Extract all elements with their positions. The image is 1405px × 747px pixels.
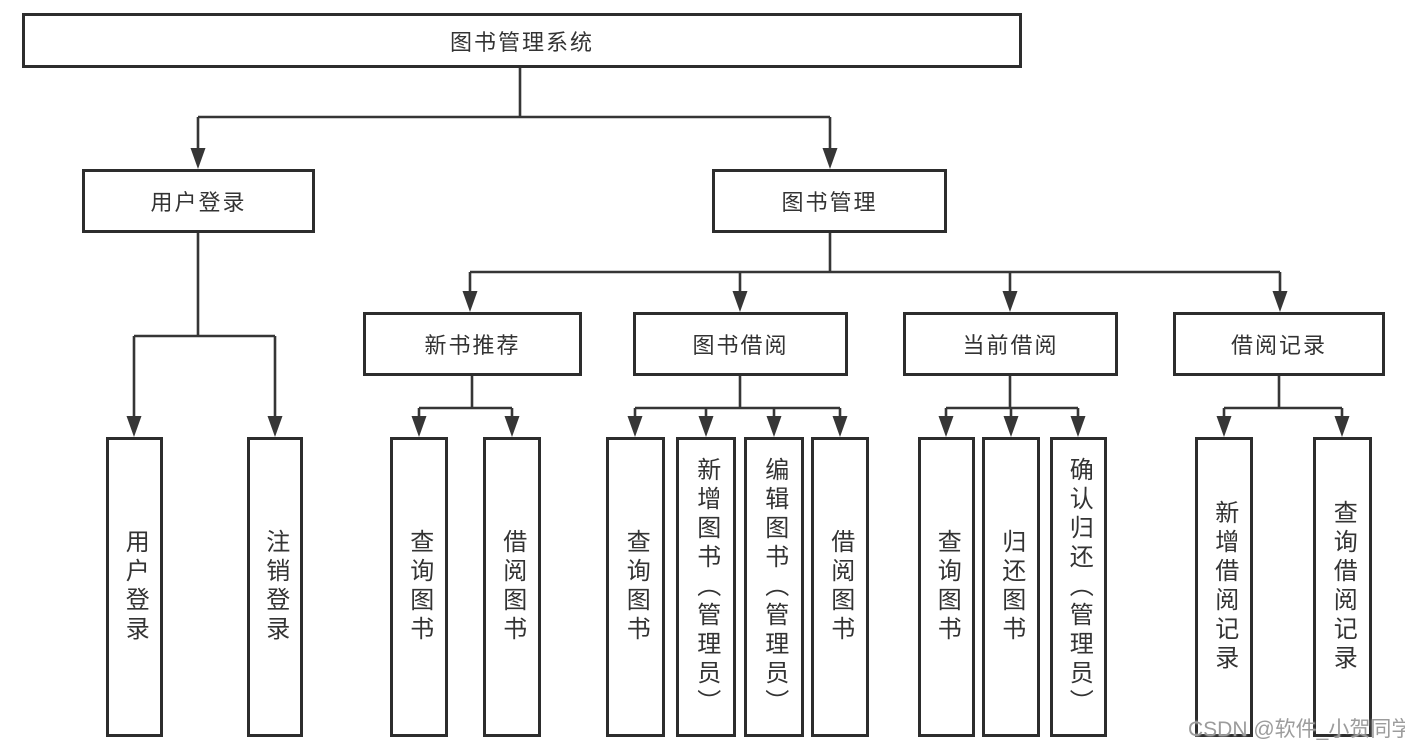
node-user-login: 用户登录: [82, 169, 315, 233]
node-root: 图书管理系统: [22, 13, 1022, 68]
connector-user-login-fan: [132, 233, 277, 425]
leaf-query-books-borrow: 查询图书: [606, 437, 665, 737]
node-label: 借阅图书: [498, 529, 526, 645]
node-new-book-recommend: 新书推荐: [363, 312, 582, 376]
connector-new-book-fan: [417, 376, 514, 425]
node-label: 注销登录: [261, 529, 289, 645]
leaf-query-books-current: 查询图书: [918, 437, 975, 737]
node-label: 图书管理: [781, 190, 878, 215]
node-label: 新增借阅记录: [1210, 500, 1238, 674]
connector-book-borrow-fan: [633, 376, 842, 425]
node-label: 当前借阅: [962, 333, 1059, 358]
node-label: 查询图书: [622, 529, 650, 645]
leaf-query-borrow-record: 查询借阅记录: [1313, 437, 1372, 737]
node-label: 新书推荐: [424, 333, 521, 358]
leaf-logout: 注销登录: [247, 437, 303, 737]
node-label: 图书借阅: [692, 333, 789, 358]
leaf-confirm-return-admin: 确认归还（管理员）: [1050, 437, 1107, 737]
node-borrow-records: 借阅记录: [1173, 312, 1385, 376]
csdn-watermark: CSDN @软件_小贺同学: [1188, 718, 1405, 741]
node-label: 确认归还（管理员）: [1065, 456, 1093, 718]
node-label: 查询借阅记录: [1329, 500, 1357, 674]
node-label: 编辑图书（管理员）: [760, 456, 788, 718]
leaf-borrow-books-recommend: 借阅图书: [483, 437, 541, 737]
node-label: 借阅记录: [1230, 333, 1327, 358]
connector-borrow-records-fan: [1222, 376, 1344, 425]
leaf-return-books: 归还图书: [982, 437, 1040, 737]
node-label: 新增图书（管理员）: [692, 456, 720, 718]
connector-book-management-fan: [468, 233, 1282, 300]
node-book-borrow: 图书借阅: [633, 312, 848, 376]
leaf-add-borrow-record: 新增借阅记录: [1195, 437, 1253, 737]
node-book-management: 图书管理: [712, 169, 947, 233]
leaf-query-books-recommend: 查询图书: [390, 437, 448, 737]
connector-root-fan: [196, 68, 832, 157]
node-label: 图书管理系统: [449, 29, 594, 55]
node-current-borrow: 当前借阅: [903, 312, 1118, 376]
leaf-add-book-admin: 新增图书（管理员）: [676, 437, 736, 737]
node-label: 查询图书: [405, 529, 433, 645]
leaf-edit-book-admin: 编辑图书（管理员）: [744, 437, 804, 737]
node-label: 归还图书: [997, 529, 1025, 645]
arrowheads: [126, 148, 1350, 437]
node-label: 查询图书: [933, 529, 961, 645]
node-label: 借阅图书: [826, 529, 854, 645]
leaf-user-login: 用户登录: [106, 437, 163, 737]
node-label: 用户登录: [121, 529, 149, 645]
leaf-borrow-books: 借阅图书: [811, 437, 869, 737]
node-label: 用户登录: [150, 190, 247, 215]
